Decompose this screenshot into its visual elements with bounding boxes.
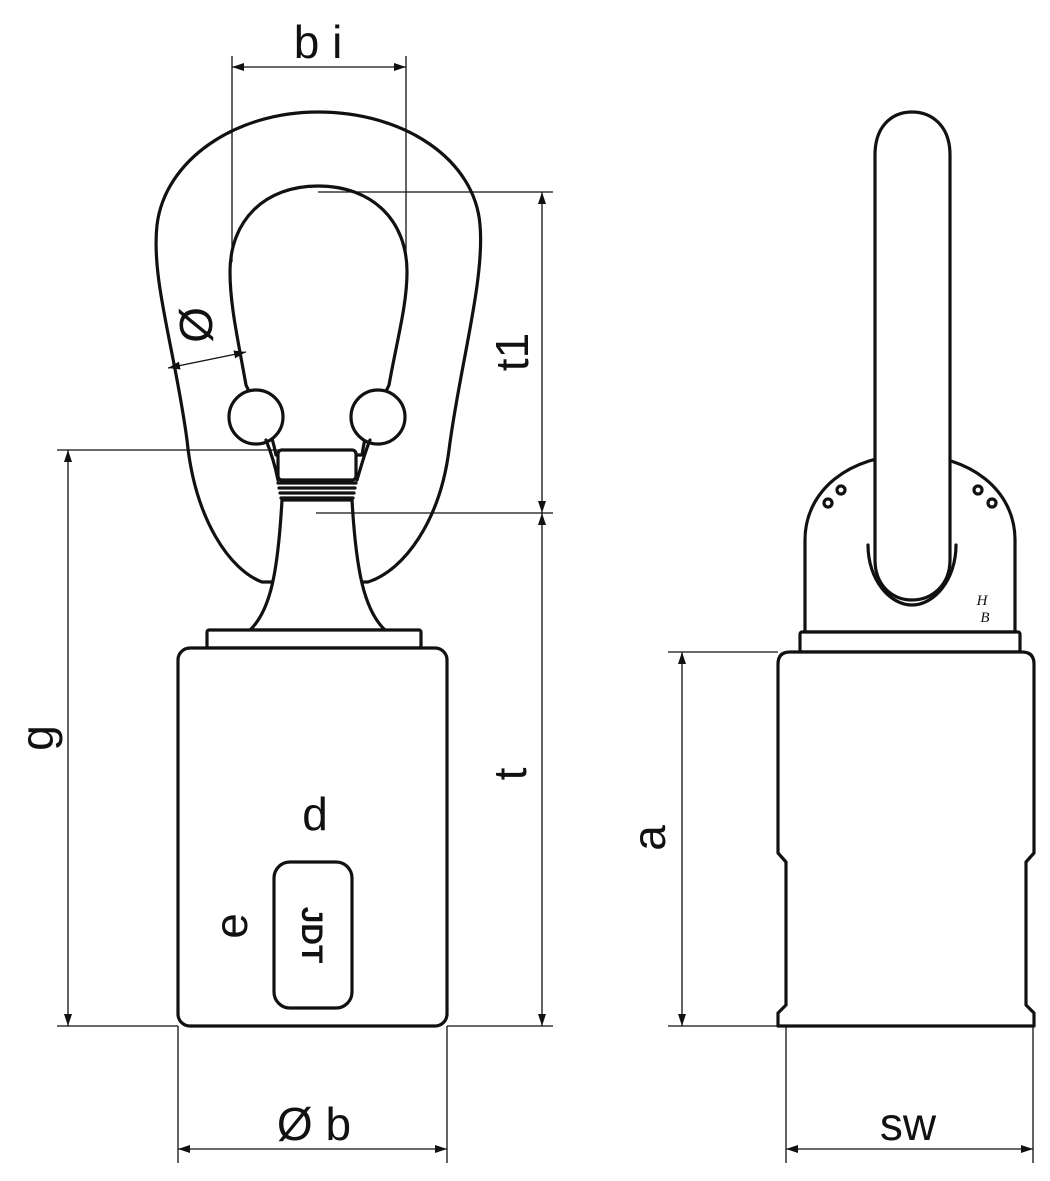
side-body: [776, 650, 1036, 1028]
main-body: [176, 646, 449, 1028]
ring-diameter-line: [167, 350, 247, 370]
thread-rings: [276, 481, 358, 500]
brand-marking: JDT: [295, 907, 328, 964]
bail-pivot-ring: [866, 543, 958, 607]
stamp-top: H: [976, 593, 989, 609]
rivets: [822, 484, 998, 509]
bail-side: [873, 110, 952, 602]
label-a: a: [623, 825, 675, 851]
label-t: t: [484, 767, 536, 780]
label-bi: b i: [294, 16, 343, 68]
conical-stem: [248, 498, 387, 632]
label-t1: t1: [486, 333, 538, 371]
label-ring-diameter: Ø: [170, 307, 222, 343]
label-sw: sw: [880, 1098, 937, 1150]
marking-plate: [272, 860, 354, 1010]
label-diameter-b: Ø b: [277, 1098, 351, 1150]
stamp-bottom: B: [980, 610, 989, 626]
thread-cap: [276, 448, 358, 482]
front-view: JDT b i Ø t1 g t d e Ø b: [11, 16, 553, 1163]
left-bulb: [227, 388, 285, 446]
right-bulb: [349, 388, 407, 446]
flange: [205, 628, 423, 650]
outer-eye-ring: [154, 110, 483, 584]
label-d: d: [302, 788, 328, 840]
label-g: g: [11, 725, 63, 751]
label-e: e: [205, 913, 257, 939]
housing-base: [798, 630, 1022, 654]
side-view: H B a sw: [623, 110, 1036, 1163]
